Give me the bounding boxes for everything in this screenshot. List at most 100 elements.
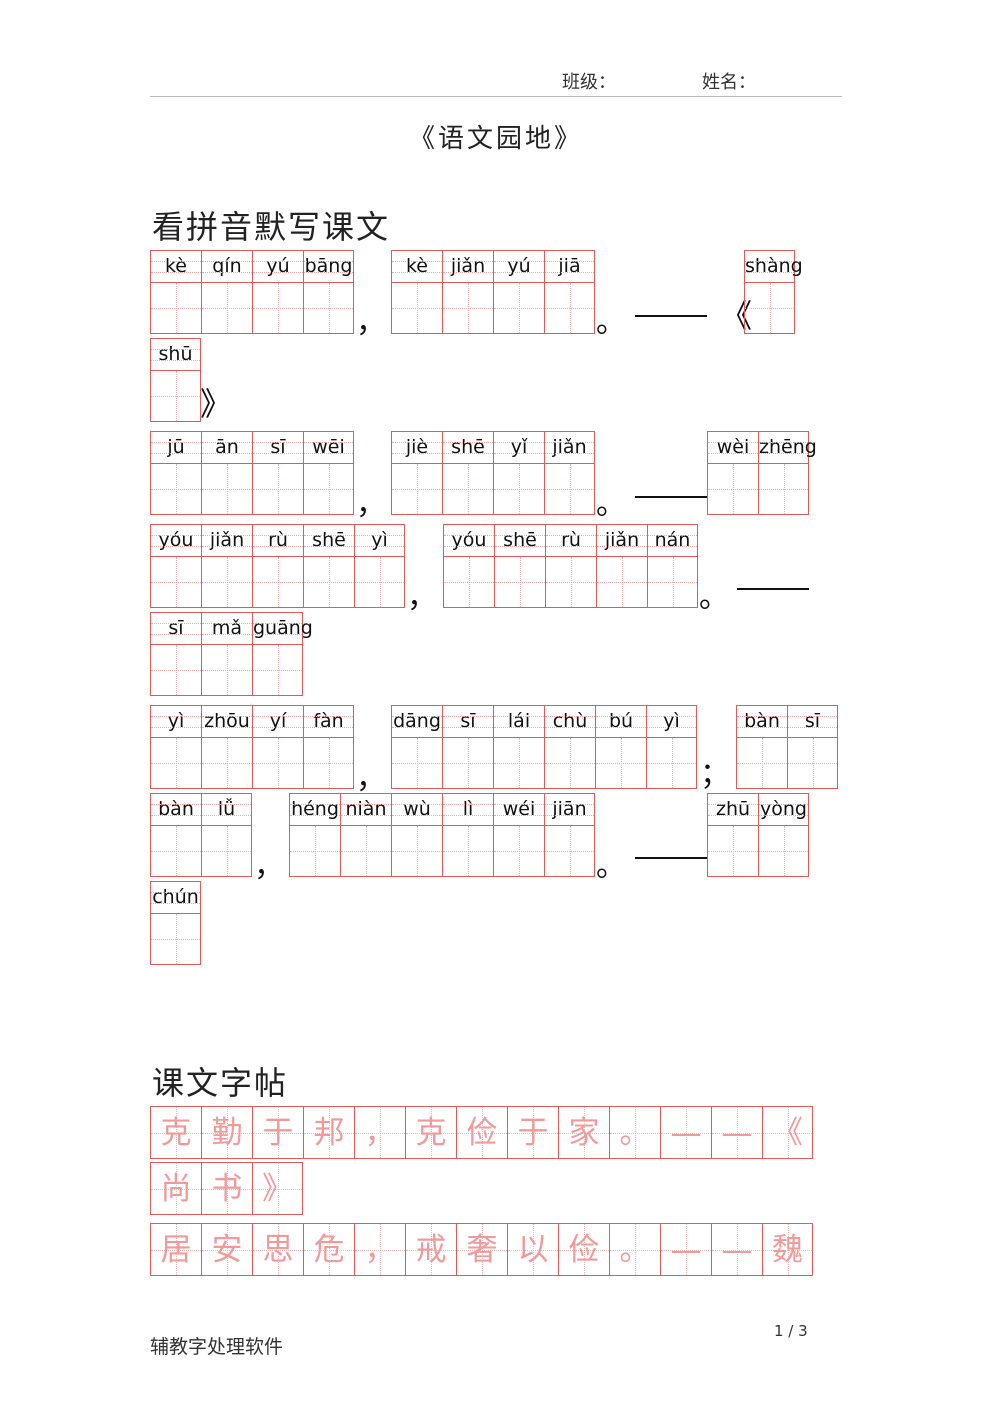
writing-cell[interactable]: jiǎn [596, 524, 647, 608]
writing-cell[interactable]: nán [647, 524, 698, 608]
writing-cell[interactable]: shē [303, 524, 354, 608]
writing-cell[interactable]: yì [150, 705, 201, 789]
tian-grid-box[interactable] [253, 645, 302, 695]
tian-grid-box[interactable] [545, 826, 594, 876]
tian-grid-box[interactable] [392, 464, 442, 514]
writing-cell[interactable]: chún [150, 881, 201, 965]
writing-cell[interactable]: yóu [150, 524, 201, 608]
writing-cell[interactable]: kè [391, 250, 442, 334]
writing-cell[interactable]: bàn [150, 793, 201, 877]
writing-cell[interactable]: lì [442, 793, 493, 877]
writing-cell[interactable]: jiè [391, 431, 442, 515]
writing-cell[interactable]: wèi [707, 431, 758, 515]
writing-cell[interactable]: sī [150, 612, 201, 696]
tian-grid-box[interactable] [341, 826, 391, 876]
writing-cell[interactable]: wéi [493, 793, 544, 877]
tian-grid-box[interactable] [151, 826, 201, 876]
writing-cell[interactable]: fàn [303, 705, 354, 789]
tian-grid-box[interactable] [202, 557, 252, 607]
writing-cell[interactable]: wēi [303, 431, 354, 515]
tian-grid-box[interactable] [788, 738, 837, 788]
tian-grid-box[interactable] [151, 464, 201, 514]
tian-grid-box[interactable] [708, 826, 758, 876]
tian-grid-box[interactable] [647, 738, 696, 788]
tian-grid-box[interactable] [202, 826, 251, 876]
writing-cell[interactable]: yǐ [493, 431, 544, 515]
writing-cell[interactable]: sī [787, 705, 838, 789]
writing-cell[interactable]: rù [252, 524, 303, 608]
tian-grid-box[interactable] [253, 464, 303, 514]
tian-grid-box[interactable] [494, 464, 544, 514]
tian-grid-box[interactable] [151, 371, 200, 421]
tian-grid-box[interactable] [494, 826, 544, 876]
writing-cell[interactable]: wù [391, 793, 442, 877]
writing-cell[interactable]: jiān [544, 793, 595, 877]
tian-grid-box[interactable] [253, 283, 303, 333]
writing-cell[interactable]: shàng [744, 250, 803, 334]
writing-cell[interactable]: bāng [303, 250, 354, 334]
tian-grid-box[interactable] [443, 464, 493, 514]
tian-grid-box[interactable] [443, 738, 493, 788]
tian-grid-box[interactable] [545, 464, 594, 514]
writing-cell[interactable]: lǚ [201, 793, 252, 877]
tian-grid-box[interactable] [151, 283, 201, 333]
writing-cell[interactable]: jiǎn [201, 524, 252, 608]
tian-grid-box[interactable] [151, 738, 201, 788]
writing-cell[interactable]: qín [201, 250, 252, 334]
writing-cell[interactable]: sī [252, 431, 303, 515]
tian-grid-box[interactable] [545, 283, 594, 333]
writing-cell[interactable]: niàn [340, 793, 391, 877]
writing-cell[interactable]: yú [252, 250, 303, 334]
tian-grid-box[interactable] [202, 645, 252, 695]
tian-grid-box[interactable] [151, 557, 201, 607]
tian-grid-box[interactable] [708, 464, 758, 514]
tian-grid-box[interactable] [253, 557, 303, 607]
writing-cell[interactable]: kè [150, 250, 201, 334]
tian-grid-box[interactable] [745, 283, 794, 333]
writing-cell[interactable]: guāng [252, 612, 313, 696]
tian-grid-box[interactable] [355, 557, 404, 607]
writing-cell[interactable]: yú [493, 250, 544, 334]
writing-cell[interactable]: shū [150, 338, 201, 422]
tian-grid-box[interactable] [495, 557, 545, 607]
tian-grid-box[interactable] [596, 738, 646, 788]
writing-cell[interactable]: yí [252, 705, 303, 789]
writing-cell[interactable]: bú [595, 705, 646, 789]
tian-grid-box[interactable] [151, 645, 201, 695]
writing-cell[interactable]: lái [493, 705, 544, 789]
writing-cell[interactable]: sī [442, 705, 493, 789]
writing-cell[interactable]: zhōu [201, 705, 252, 789]
tian-grid-box[interactable] [304, 738, 353, 788]
writing-cell[interactable]: héng [289, 793, 340, 877]
writing-cell[interactable]: dāng [391, 705, 442, 789]
tian-grid-box[interactable] [392, 283, 442, 333]
tian-grid-box[interactable] [392, 826, 442, 876]
tian-grid-box[interactable] [444, 557, 494, 607]
writing-cell[interactable]: rù [545, 524, 596, 608]
writing-cell[interactable]: ān [201, 431, 252, 515]
tian-grid-box[interactable] [494, 738, 544, 788]
tian-grid-box[interactable] [202, 283, 252, 333]
writing-cell[interactable]: yòng [758, 793, 809, 877]
writing-cell[interactable]: mǎ [201, 612, 252, 696]
tian-grid-box[interactable] [648, 557, 697, 607]
tian-grid-box[interactable] [392, 738, 442, 788]
writing-cell[interactable]: jiǎn [442, 250, 493, 334]
tian-grid-box[interactable] [759, 826, 808, 876]
writing-cell[interactable]: yóu [443, 524, 494, 608]
writing-cell[interactable]: zhū [707, 793, 758, 877]
tian-grid-box[interactable] [546, 557, 596, 607]
writing-cell[interactable]: shē [442, 431, 493, 515]
tian-grid-box[interactable] [304, 557, 354, 607]
tian-grid-box[interactable] [304, 464, 353, 514]
tian-grid-box[interactable] [151, 914, 200, 964]
tian-grid-box[interactable] [597, 557, 647, 607]
tian-grid-box[interactable] [737, 738, 787, 788]
tian-grid-box[interactable] [253, 738, 303, 788]
tian-grid-box[interactable] [443, 283, 493, 333]
tian-grid-box[interactable] [202, 464, 252, 514]
tian-grid-box[interactable] [304, 283, 353, 333]
writing-cell[interactable]: zhēng [758, 431, 817, 515]
tian-grid-box[interactable] [202, 738, 252, 788]
writing-cell[interactable]: chù [544, 705, 595, 789]
